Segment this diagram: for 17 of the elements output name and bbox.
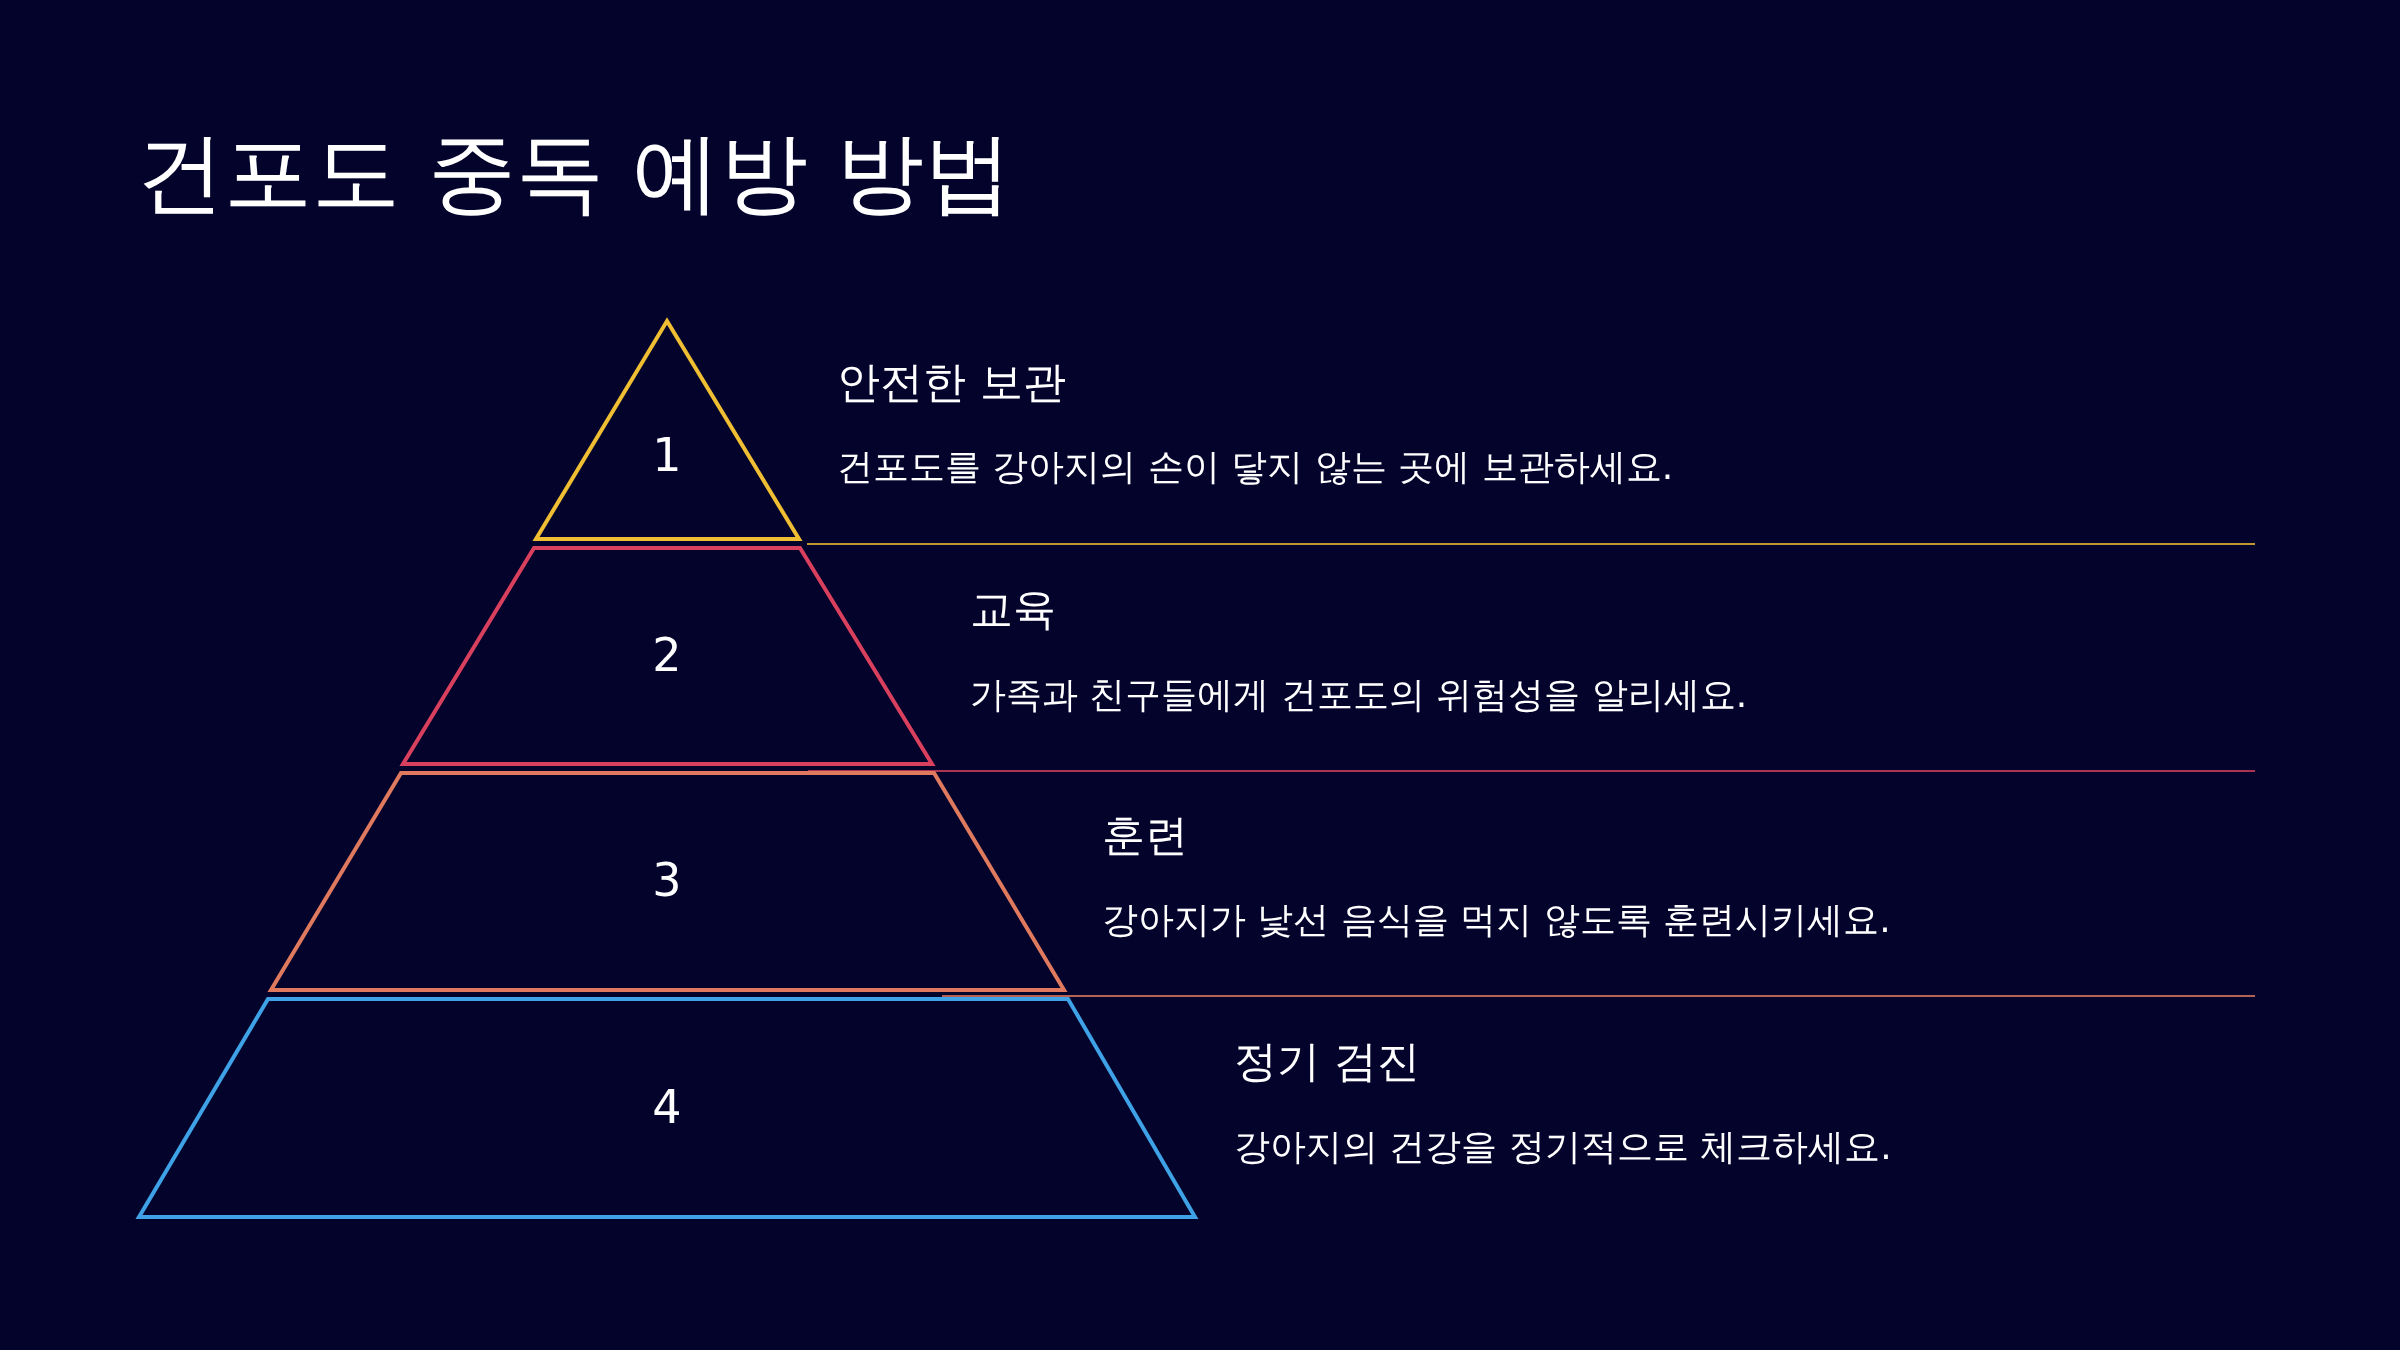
pyramid-triangle <box>533 318 802 542</box>
level-description: 강아지가 낯선 음식을 먹지 않도록 훈련시키세요. <box>1102 898 1891 942</box>
level-number: 4 <box>652 1084 682 1130</box>
level-number: 3 <box>652 857 682 903</box>
slide-title: 건포도 중독 예방 방법 <box>136 120 1012 226</box>
pyramid-level <box>136 996 1198 1220</box>
level-number: 1 <box>652 432 682 478</box>
pyramid-level <box>400 545 935 767</box>
level-number: 2 <box>652 632 682 678</box>
level-heading: 훈련 <box>1102 810 1188 862</box>
pyramid-level <box>268 770 1067 993</box>
level-heading: 안전한 보관 <box>837 357 1066 409</box>
level-description: 가족과 친구들에게 건포도의 위험성을 알리세요. <box>970 673 1748 717</box>
level-heading: 교육 <box>970 584 1056 636</box>
level-description: 건포도를 강아지의 손이 닿지 않는 곳에 보관하세요. <box>837 445 1674 489</box>
level-description: 강아지의 건강을 정기적으로 체크하세요. <box>1234 1125 1892 1169</box>
level-heading: 정기 검진 <box>1234 1036 1420 1088</box>
